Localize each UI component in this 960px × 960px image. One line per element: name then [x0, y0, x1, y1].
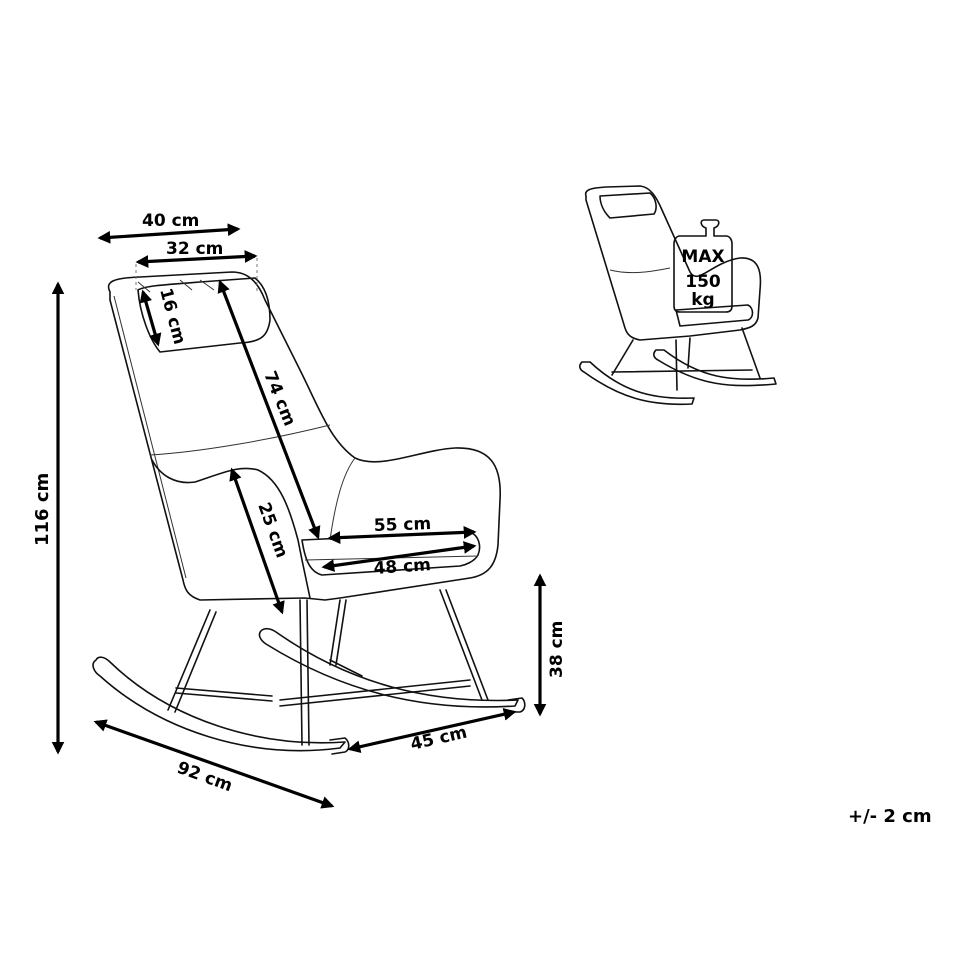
label-seat-width: 55 cm [373, 514, 431, 536]
load-unit-label: kg [691, 290, 714, 310]
label-headrest-inner-width: 32 cm [166, 239, 223, 259]
dimension-lines [51, 223, 547, 809]
load-value-label: 150 [685, 272, 721, 292]
label-seat-height: 38 cm [547, 621, 567, 678]
tolerance-note: +/- 2 cm [848, 806, 932, 827]
load-capacity-illustration: MAX 150 kg [579, 185, 777, 406]
label-headrest-outer-width: 40 cm [142, 211, 199, 231]
dimension-labels: 40 cm 32 cm 16 cm 74 cm 25 cm 55 cm 48 c… [32, 211, 567, 796]
label-seat-depth: 48 cm [373, 555, 432, 579]
label-total-height: 116 cm [32, 473, 53, 546]
label-headrest-height: 16 cm [155, 286, 189, 347]
label-total-depth: 92 cm [174, 758, 235, 796]
load-max-label: MAX [681, 247, 724, 267]
